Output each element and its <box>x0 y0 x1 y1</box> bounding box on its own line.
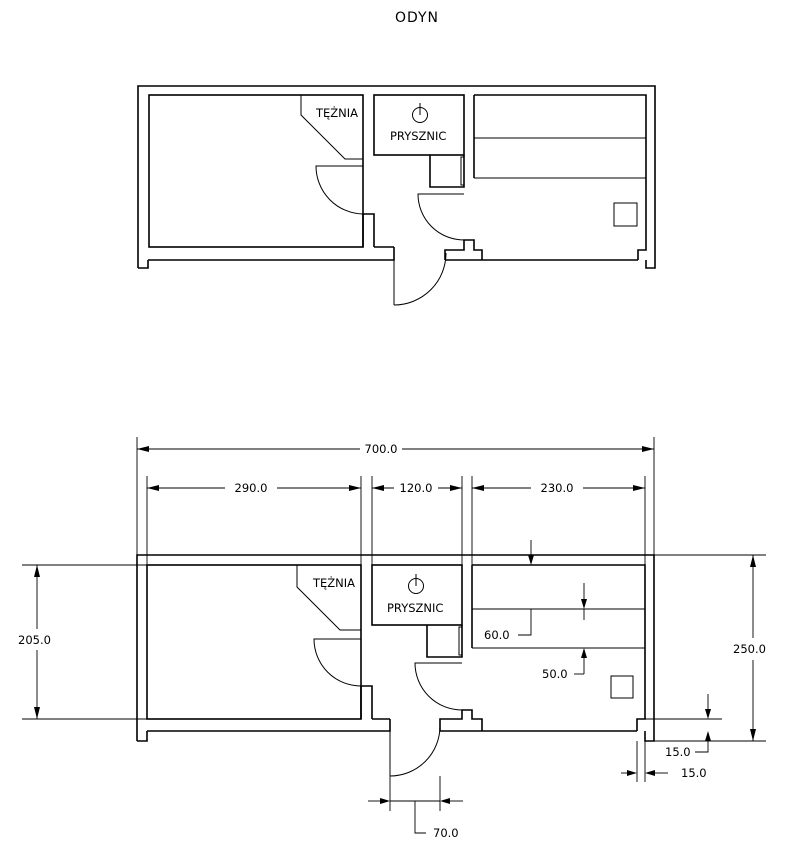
dim-outer-height: 250.0 <box>733 642 766 656</box>
dim-inner-height: 205.0 <box>18 633 51 647</box>
top-walls <box>137 85 656 269</box>
dim-total-width: 700.0 <box>365 442 398 456</box>
bottom-door-swings <box>313 638 463 777</box>
bottom-tezhnia-label: TĘŻNIA <box>312 575 355 590</box>
drawing-title: ODYN <box>395 10 439 26</box>
dim-door-width: 70.0 <box>433 826 459 840</box>
dim-shelf-gap-2: 50.0 <box>542 667 568 681</box>
bottom-shower-drain-icon <box>408 574 424 594</box>
bottom-tezhnia-corner <box>296 565 361 631</box>
top-tezhnia-label: TĘŻNIA <box>315 105 358 120</box>
dimension-labels: 700.0 290.0 120.0 230.0 60.0 50.0 205.0 … <box>18 442 766 840</box>
top-door-swings <box>315 165 465 306</box>
dimension-lines <box>22 437 766 834</box>
dim-wall-b: 15.0 <box>681 766 707 780</box>
dim-room-right: 230.0 <box>541 481 574 495</box>
dim-room-middle: 120.0 <box>400 481 433 495</box>
dim-room-left: 290.0 <box>235 481 268 495</box>
bottom-prysznic-label: PRYSZNIC <box>387 601 443 615</box>
bottom-floor-plan: TĘŻNIA PRYSZNIC <box>136 554 655 777</box>
dim-wall-a: 15.0 <box>665 745 691 759</box>
top-prysznic-label: PRYSZNIC <box>390 129 446 143</box>
top-floor-plan: TĘŻNIA PRYSZNIC <box>137 85 656 306</box>
top-shower-drain-icon <box>412 103 428 123</box>
top-tezhnia-corner <box>300 95 363 160</box>
dim-shelf-gap: 60.0 <box>484 628 510 642</box>
bottom-walls <box>136 554 655 742</box>
